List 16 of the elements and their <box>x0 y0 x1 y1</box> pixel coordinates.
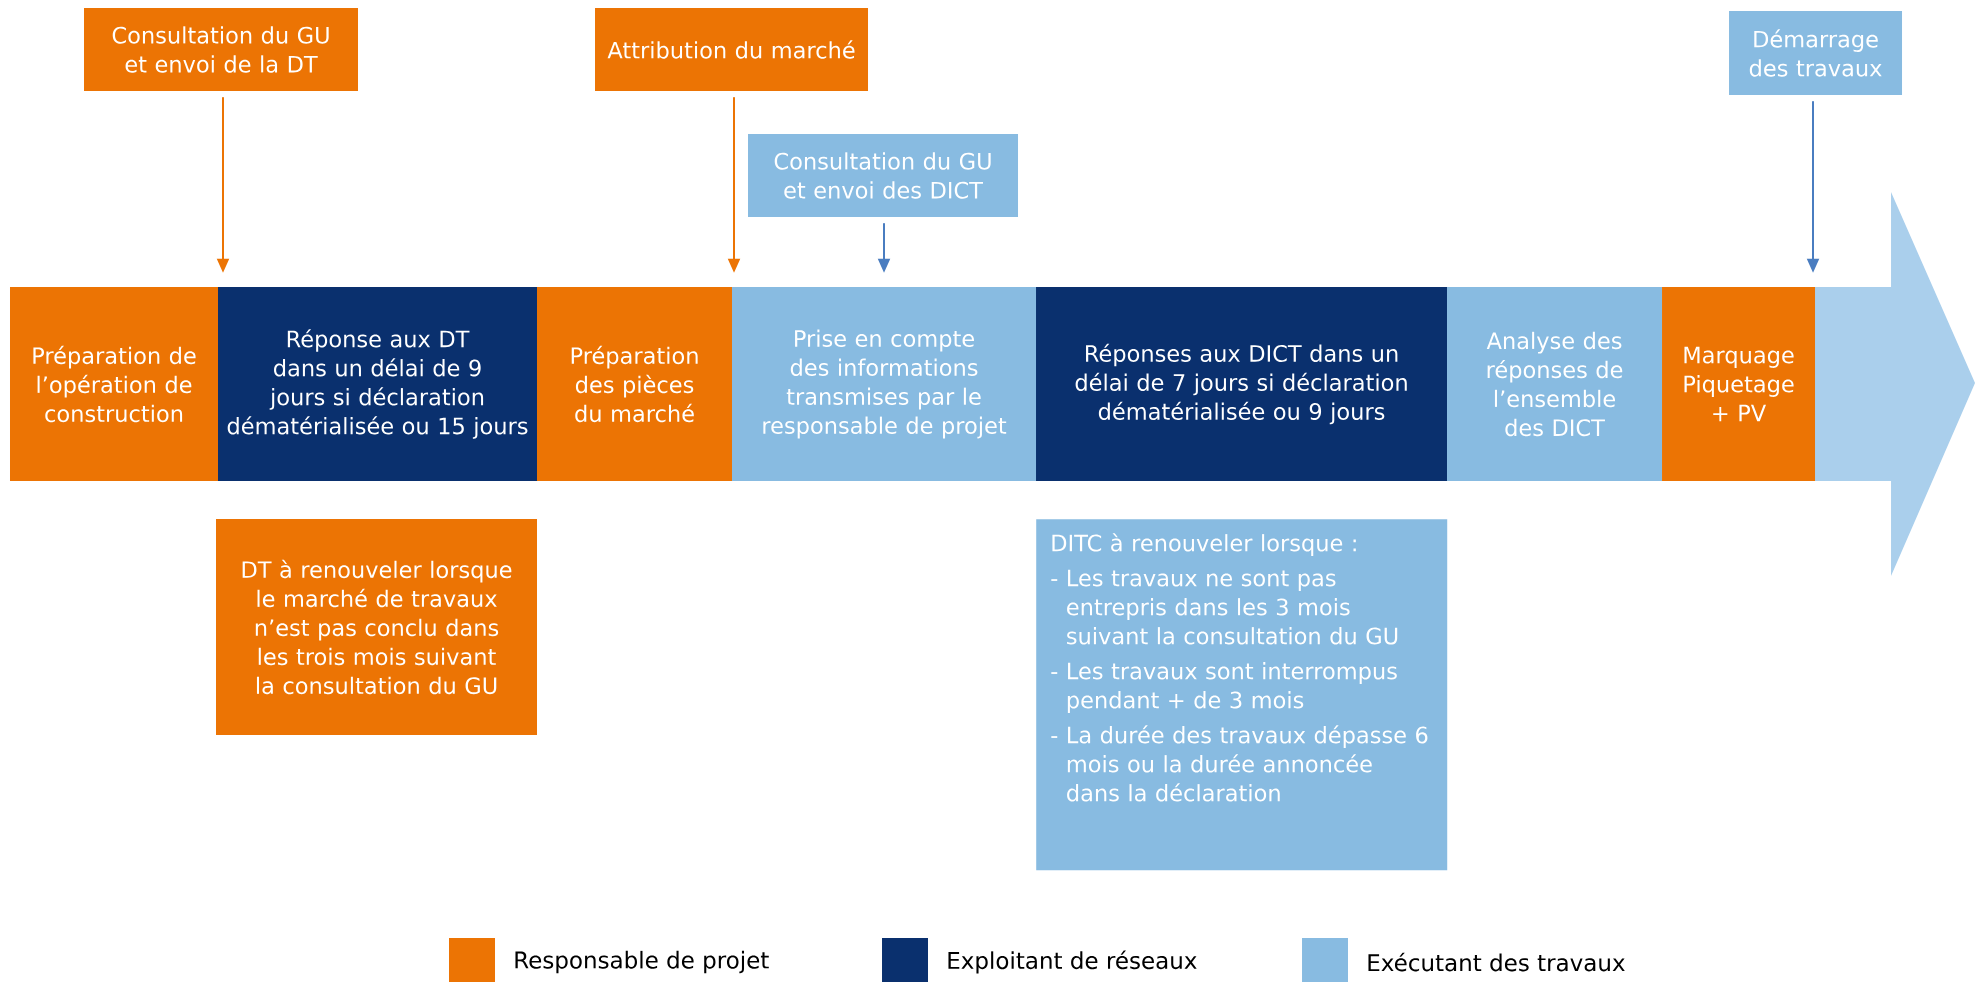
legend-label: Exploitant de réseaux <box>948 950 1197 974</box>
event-box: Démarrage des travaux <box>1729 11 1903 95</box>
event-box: Consultation du GU et envoi de la DT <box>84 8 358 91</box>
step-box: Préparation de l’opération de construction <box>10 287 218 481</box>
legend-label: Responsable de projet <box>515 950 769 974</box>
step-box: Réponses aux DICT dans un délai de 7 jours si déclaration dématérialisée ou 9 jours <box>1036 287 1447 481</box>
step-box: Préparation des pièces du marché <box>537 287 732 481</box>
note-box: DITC à renouveler lorsque : - Les travaux ne sont pas entrepris dans les 3 mois suivant la consultation du GU - Les travaux sont interrompus pendant + de 3 mois - La durée des travaux dépasse 6 mois ou la durée annoncée dans la déclaration <box>1036 519 1448 871</box>
step-box: Prise en compte des informations transmises par le responsable de projet <box>732 287 1036 481</box>
step-box: Marquage Piquetage + PV <box>1662 287 1816 481</box>
legend-label: Exécutant des travaux <box>1368 952 1625 972</box>
step-box: Analyse des réponses de l’ensemble des DICT <box>1447 287 1662 481</box>
event-box: Attribution du marché <box>595 8 868 91</box>
event-box: Consultation du GU et envoi des DICT <box>748 134 1018 217</box>
step-box: Réponse aux DT dans un délai de 9 jours si déclaration dématérialisée ou 15 jours <box>218 287 537 481</box>
note-box: DT à renouveler lorsque le marché de travaux n’est pas conclu dans les trois mois suivant la consultation du GU <box>216 519 537 735</box>
